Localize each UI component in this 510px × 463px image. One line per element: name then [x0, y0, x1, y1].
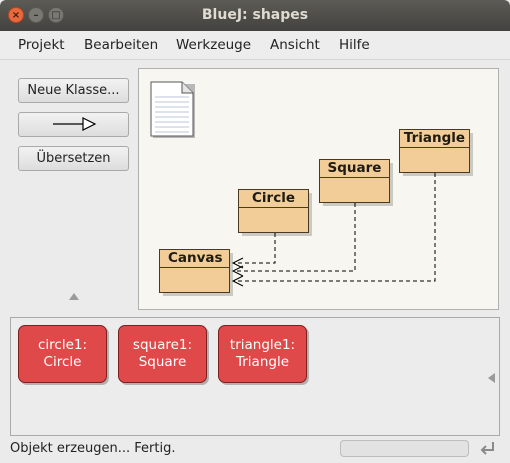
object-circle1[interactable]: circle1: Circle	[18, 325, 107, 383]
class-name: Triangle	[400, 130, 469, 148]
menu-bar: Projekt Bearbeiten Werkzeuge Ansicht Hil…	[0, 31, 510, 60]
new-class-button[interactable]: Neue Klasse...	[18, 78, 129, 103]
window-minimize-button[interactable]: –	[28, 7, 44, 23]
inheritance-arrow-button[interactable]	[18, 112, 129, 137]
object-type-name: Square	[138, 354, 187, 370]
window-maximize-button[interactable]: □	[48, 7, 64, 23]
object-square1[interactable]: square1: Square	[118, 325, 207, 383]
dependency-triangle-canvas	[233, 173, 436, 282]
inheritance-arrow-icon	[52, 117, 96, 131]
class-canvas[interactable]: Canvas	[159, 249, 230, 293]
window-title: BlueJ: shapes	[201, 7, 309, 23]
compile-button[interactable]: Übersetzen	[18, 146, 129, 171]
progress-bar	[340, 440, 469, 457]
expand-left-icon[interactable]	[488, 373, 495, 383]
class-circle[interactable]: Circle	[238, 189, 309, 233]
class-diagram[interactable]: Circle Square Triangle Canvas	[138, 68, 499, 310]
object-type-name: Circle	[43, 354, 82, 370]
title-bar: × – □ BlueJ: shapes	[0, 0, 510, 31]
object-bench[interactable]: circle1: Circle square1: Square triangle…	[10, 317, 500, 436]
window-close-button[interactable]: ×	[8, 7, 24, 23]
readme-document-icon[interactable]	[150, 81, 196, 139]
object-instance-name: triangle1:	[229, 337, 296, 353]
menu-bearbeiten[interactable]: Bearbeiten	[84, 37, 159, 53]
dependency-circle-canvas	[233, 233, 276, 264]
object-instance-name: circle1:	[37, 337, 88, 353]
dependency-square-canvas	[233, 203, 356, 272]
class-name: Canvas	[160, 250, 229, 268]
reset-arrow-icon[interactable]	[477, 439, 497, 459]
menu-werkzeuge[interactable]: Werkzeuge	[176, 37, 252, 53]
class-name: Square	[320, 160, 389, 178]
dependency-arrows	[231, 173, 436, 287]
status-message: Objekt erzeugen... Fertig.	[10, 441, 176, 456]
menu-projekt[interactable]: Projekt	[18, 37, 65, 53]
object-instance-name: square1:	[132, 337, 193, 353]
class-triangle[interactable]: Triangle	[399, 129, 470, 173]
collapse-up-icon[interactable]	[69, 293, 79, 300]
menu-ansicht[interactable]: Ansicht	[270, 37, 320, 53]
object-type-name: Triangle	[235, 354, 290, 370]
menu-hilfe[interactable]: Hilfe	[339, 37, 370, 53]
class-name: Circle	[239, 190, 308, 208]
class-square[interactable]: Square	[319, 159, 390, 203]
object-triangle1[interactable]: triangle1: Triangle	[218, 325, 307, 383]
